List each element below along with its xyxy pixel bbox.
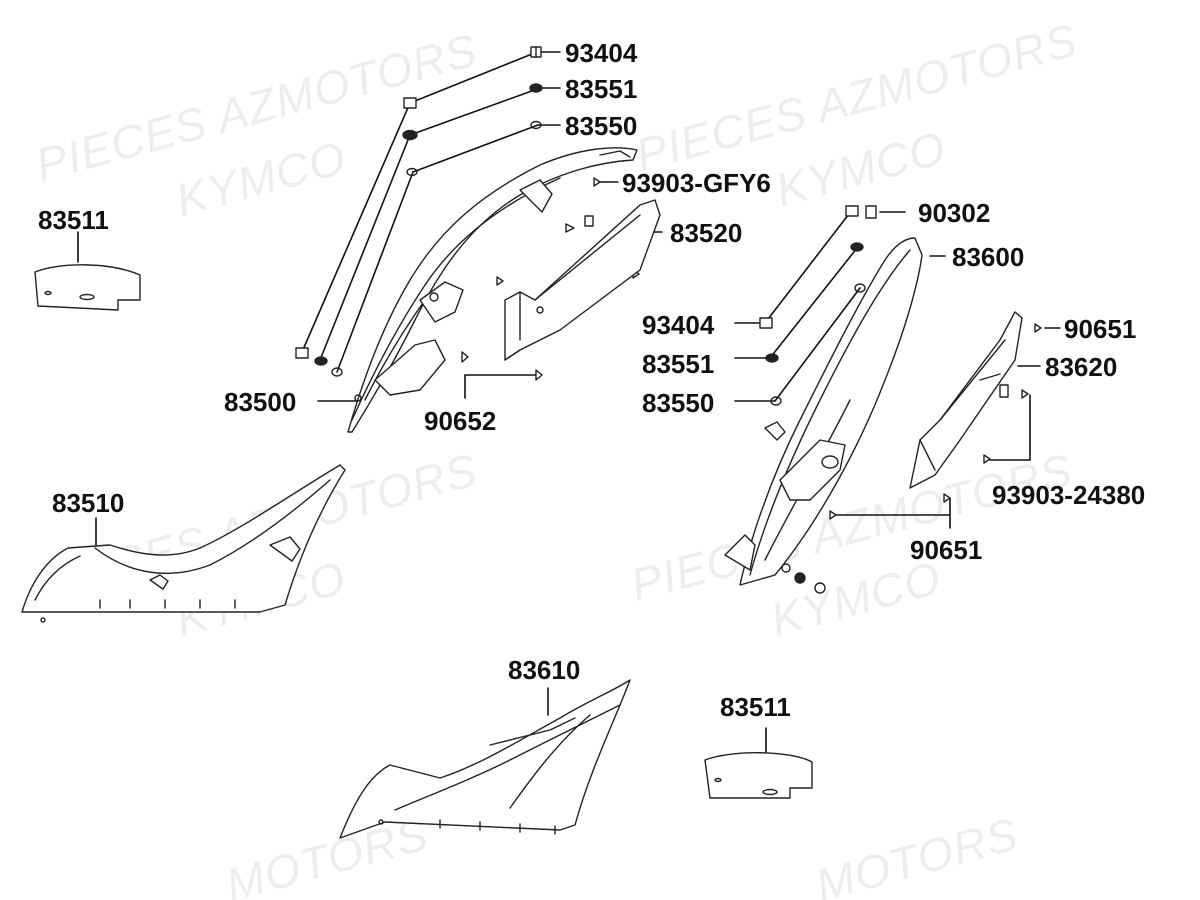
label-right-side-cover: 83600 — [952, 242, 1025, 272]
label-left-inner-cover: 83511 — [38, 205, 109, 235]
label-right-clip-bottom: 90651 — [910, 535, 983, 565]
label-right-washer: 83551 — [642, 349, 715, 379]
label-left-bracket: 83520 — [670, 218, 743, 248]
label-right-clip-top: 90651 — [1064, 314, 1137, 344]
inner-cover-83511-right — [704, 752, 813, 799]
side-cover-83600 — [724, 237, 923, 586]
label-left-side-cover: 83500 — [224, 387, 297, 417]
bracket-83520 — [504, 199, 661, 361]
inner-cover-83511-left — [34, 264, 141, 311]
label-right-bolt: 93404 — [642, 310, 715, 340]
label-right-nut: 90302 — [918, 198, 991, 228]
label-top-washer: 83551 — [565, 74, 638, 104]
lower-cover-83610 — [339, 679, 631, 839]
label-left-clip: 90652 — [424, 406, 497, 436]
label-top-bolt: 93404 — [565, 38, 638, 68]
fasteners-left — [295, 46, 640, 381]
label-right-lower-cover: 83610 — [508, 655, 581, 685]
label-top-screw: 93903-GFY6 — [622, 168, 771, 198]
leader-lines — [77, 51, 1061, 753]
label-right-bracket: 83620 — [1045, 352, 1118, 382]
bracket-83620 — [909, 311, 1023, 489]
label-right-screw: 93903-24380 — [992, 480, 1146, 510]
fasteners-right — [759, 205, 1042, 594]
label-right-inner-cover: 83511 — [720, 692, 791, 722]
label-right-grommet: 83550 — [642, 388, 715, 418]
side-cover-83500 — [347, 147, 638, 433]
lower-cover-83510 — [21, 464, 346, 623]
label-top-grommet: 83550 — [565, 111, 638, 141]
label-left-lower-cover: 83510 — [52, 488, 125, 518]
